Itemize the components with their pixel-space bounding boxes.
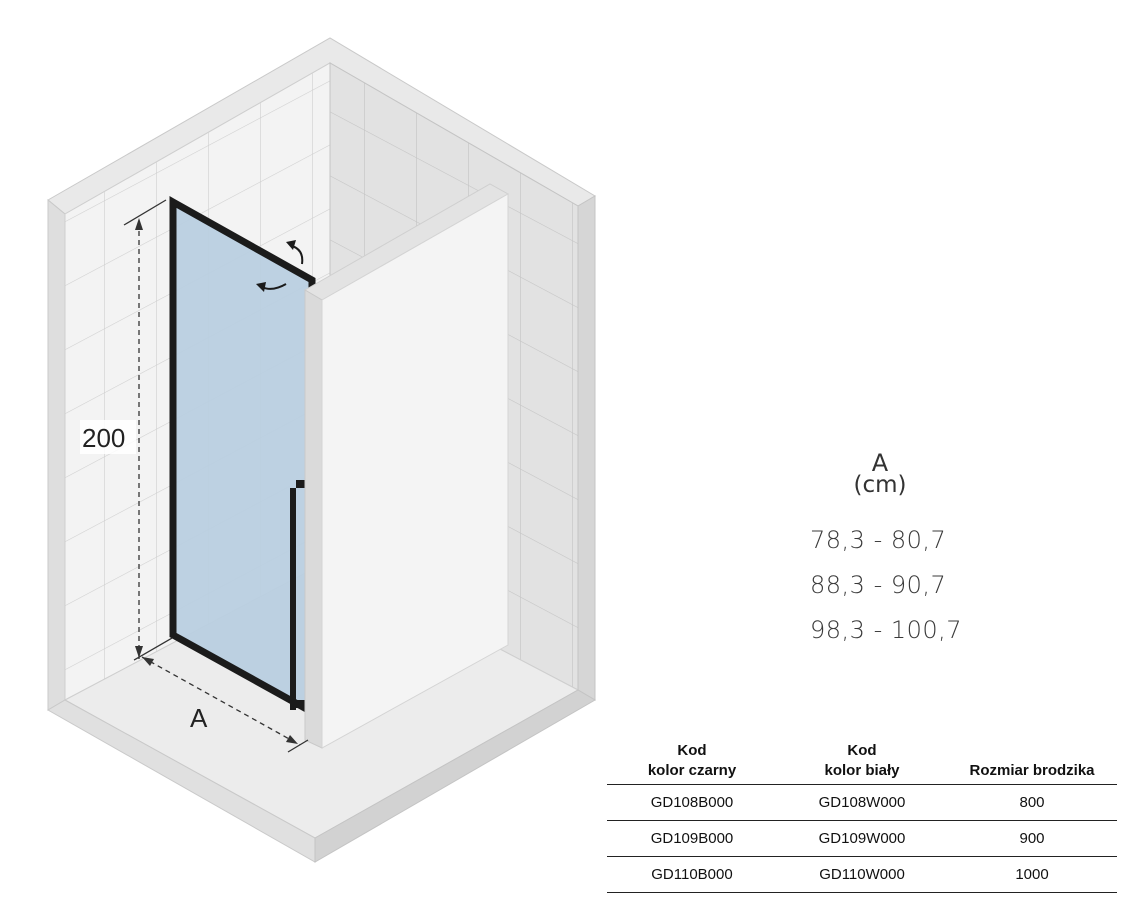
tray-size-cell: 900 <box>947 820 1117 857</box>
range-item: 98,3 - 100,7 <box>810 616 963 644</box>
rotate-arrow-head <box>286 240 296 250</box>
right-wall-edge <box>577 195 596 701</box>
header-code-white: Kod kolor biały <box>777 733 947 785</box>
header-tray-size: Rozmiar brodzika <box>947 733 1117 785</box>
size-ranges: A (cm) 78,3 - 80,7 88,3 - 90,7 98,3 - 10… <box>780 449 1000 653</box>
table-row: GD109B000 GD109W000 900 <box>607 820 1117 857</box>
shower-illustration: 200 A <box>47 37 596 863</box>
floor-front-right <box>314 689 596 863</box>
code-black-cell: GD110B000 <box>607 856 777 893</box>
range-item: 78,3 - 80,7 <box>810 526 947 554</box>
ranges-header: A (cm) <box>780 449 980 498</box>
range-list: 78,3 - 80,7 88,3 - 90,7 98,3 - 100,7 <box>780 518 1000 653</box>
range-item: 88,3 - 90,7 <box>810 571 947 599</box>
ranges-header-letter: A <box>871 449 889 477</box>
height-dimension-bottom-tick <box>133 637 173 661</box>
product-code-table: Kod kolor czarny Kod kolor biały Rozmiar… <box>607 733 1117 893</box>
table-row: GD108B000 GD108W000 800 <box>607 784 1117 821</box>
fixed-panel-side <box>304 289 323 749</box>
rotate-arrow-head <box>256 282 266 292</box>
tray-size-cell: 1000 <box>947 856 1117 893</box>
height-arrow-top <box>135 218 143 230</box>
width-arrow-end <box>286 735 298 744</box>
door-handle-cap <box>296 480 306 488</box>
ranges-header-unit: (cm) <box>853 472 907 498</box>
width-label: A <box>190 703 208 733</box>
fixed-panel-face <box>321 193 509 749</box>
door-handle-foot <box>296 700 306 708</box>
width-dimension-line <box>141 656 301 746</box>
door-handle <box>290 488 296 710</box>
height-arrow-bottom <box>135 646 143 658</box>
code-black-cell: GD109B000 <box>607 820 777 857</box>
table-row: GD110B000 GD110W000 1000 <box>607 856 1117 893</box>
glass-door <box>173 202 312 712</box>
width-dimension-end-tick <box>287 739 309 753</box>
code-white-cell: GD110W000 <box>777 856 947 893</box>
header-code-black: Kod kolor czarny <box>607 733 777 785</box>
code-white-cell: GD109W000 <box>777 820 947 857</box>
code-white-cell: GD108W000 <box>777 784 947 821</box>
table-header-row: Kod kolor czarny Kod kolor biały Rozmiar… <box>607 733 1117 785</box>
height-label: 200 <box>82 423 125 453</box>
height-dimension-top-tick <box>123 199 167 226</box>
tray-size-cell: 800 <box>947 784 1117 821</box>
code-black-cell: GD108B000 <box>607 784 777 821</box>
width-arrow-start <box>142 657 154 666</box>
left-wall-edge <box>47 198 66 711</box>
